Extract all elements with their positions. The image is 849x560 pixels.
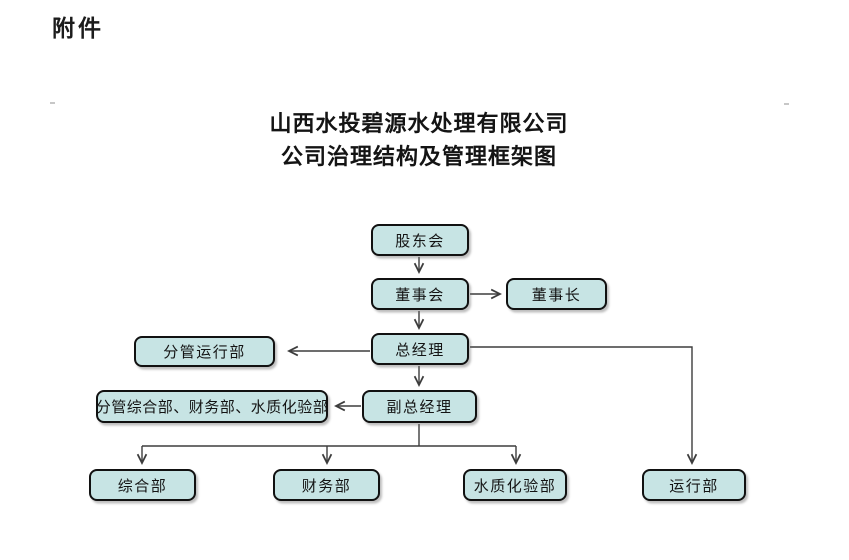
page-artifact-right	[784, 103, 789, 105]
org-box-general-manager: 总经理	[371, 333, 469, 365]
diagram-title-line1: 山西水投碧源水处理有限公司	[269, 111, 569, 136]
page-artifact-left	[50, 102, 55, 104]
org-box-shareholders: 股东会	[371, 224, 469, 256]
org-box-ops-oversight: 分管运行部	[134, 336, 275, 367]
org-box-general-dept: 综合部	[89, 469, 196, 501]
edge-gm-operations	[470, 346, 692, 463]
attachment-label: 附件	[52, 15, 104, 41]
org-box-water-quality-dept: 水质化验部	[463, 469, 567, 501]
org-box-chairman: 董事长	[506, 278, 607, 310]
org-box-board: 董事会	[371, 278, 469, 310]
diagram-title-line2: 公司治理结构及管理框架图	[280, 144, 557, 169]
org-box-operations-dept: 运行部	[642, 469, 746, 501]
org-box-depts-oversight: 分管综合部、财务部、水质化验部	[96, 390, 328, 423]
org-box-deputy-gm: 副总经理	[362, 390, 477, 423]
org-box-finance-dept: 财务部	[273, 469, 380, 501]
diagram-title: 山西水投碧源水处理有限公司 公司治理结构及管理框架图	[0, 107, 838, 173]
